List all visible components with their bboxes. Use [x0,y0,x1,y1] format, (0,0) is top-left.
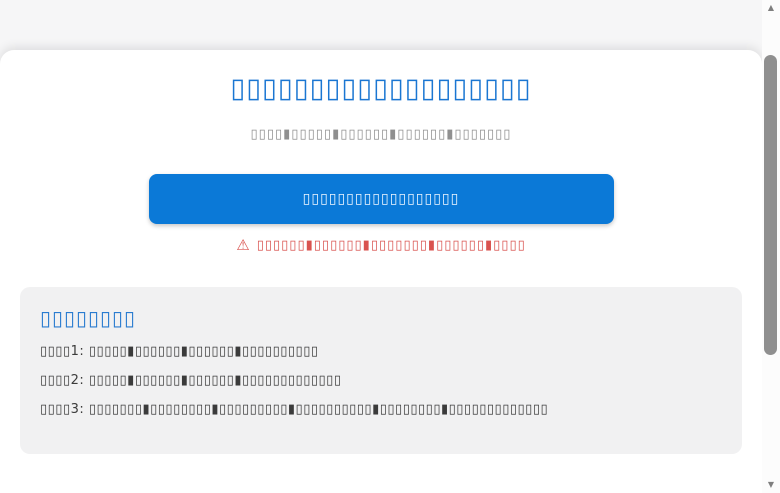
instructions-panel: ▯▯▯▯▯▯▯▯ ▯▯▯▯1: ▯▯▯▯▯▮▯▯▯▯▯▯▮▯▯▯▯▯▯▮▯▯▯▯… [20,287,742,454]
instruction-step-2: ▯▯▯▯2: ▯▯▯▯▯▮▯▯▯▯▯▯▮▯▯▯▯▯▯▮▯▯▯▯▯▯▯▯▯▯▯▯▯ [40,373,342,388]
instruction-step-3: ▯▯▯▯3: ▯▯▯▯▯▯▯▮▯▯▯▯▯▯▯▯▮▯▯▯▯▯▯▯▯▯▮▯▯▯▯▯▯… [40,402,549,417]
warning-icon: ⚠ [236,236,251,254]
page-title: ▯▯▯▯▯▯▯▯▯▯▯▯▯▯▯▯▯▯▯ [230,73,532,104]
panel-heading: ▯▯▯▯▯▯▯▯ [40,306,137,330]
warning-message: ⚠ ▯▯▯▯▯▯▮▯▯▯▯▯▯▮▯▯▯▯▯▯▯▮▯▯▯▯▯▯▮▯▯▯▯ [0,237,762,254]
scrollbar-thumb[interactable] [764,55,777,355]
scroll-up-icon[interactable]: ▲ [767,3,775,12]
warning-text: ▯▯▯▯▯▯▮▯▯▯▯▯▯▮▯▯▯▯▯▯▯▮▯▯▯▯▯▯▮▯▯▯▯ [256,238,526,253]
page-background: ▯▯▯▯▯▯▯▯▯▯▯▯▯▯▯▯▯▯▯ ▯▯▯▯▮▯▯▯▯▯▮▯▯▯▯▯▯▮▯▯… [0,50,762,493]
page-subtitle: ▯▯▯▯▮▯▯▯▯▯▮▯▯▯▯▯▯▮▯▯▯▯▯▯▮▯▯▯▯▯▯▯ [250,127,512,142]
vertical-scrollbar[interactable]: ▲ ▼ [762,0,780,493]
instruction-step-1: ▯▯▯▯1: ▯▯▯▯▯▮▯▯▯▯▯▯▮▯▯▯▯▯▯▮▯▯▯▯▯▯▯▯▯▯ [40,344,319,359]
scroll-down-icon[interactable]: ▼ [767,480,775,489]
primary-action-button[interactable]: ▯▯▯▯▯▯▯▯▯▯▯▯▯▯▯▯▯▯ [148,174,614,224]
main-card: ▯▯▯▯▯▯▯▯▯▯▯▯▯▯▯▯▯▯▯ ▯▯▯▯▮▯▯▯▯▯▮▯▯▯▯▯▯▮▯▯… [0,50,762,493]
